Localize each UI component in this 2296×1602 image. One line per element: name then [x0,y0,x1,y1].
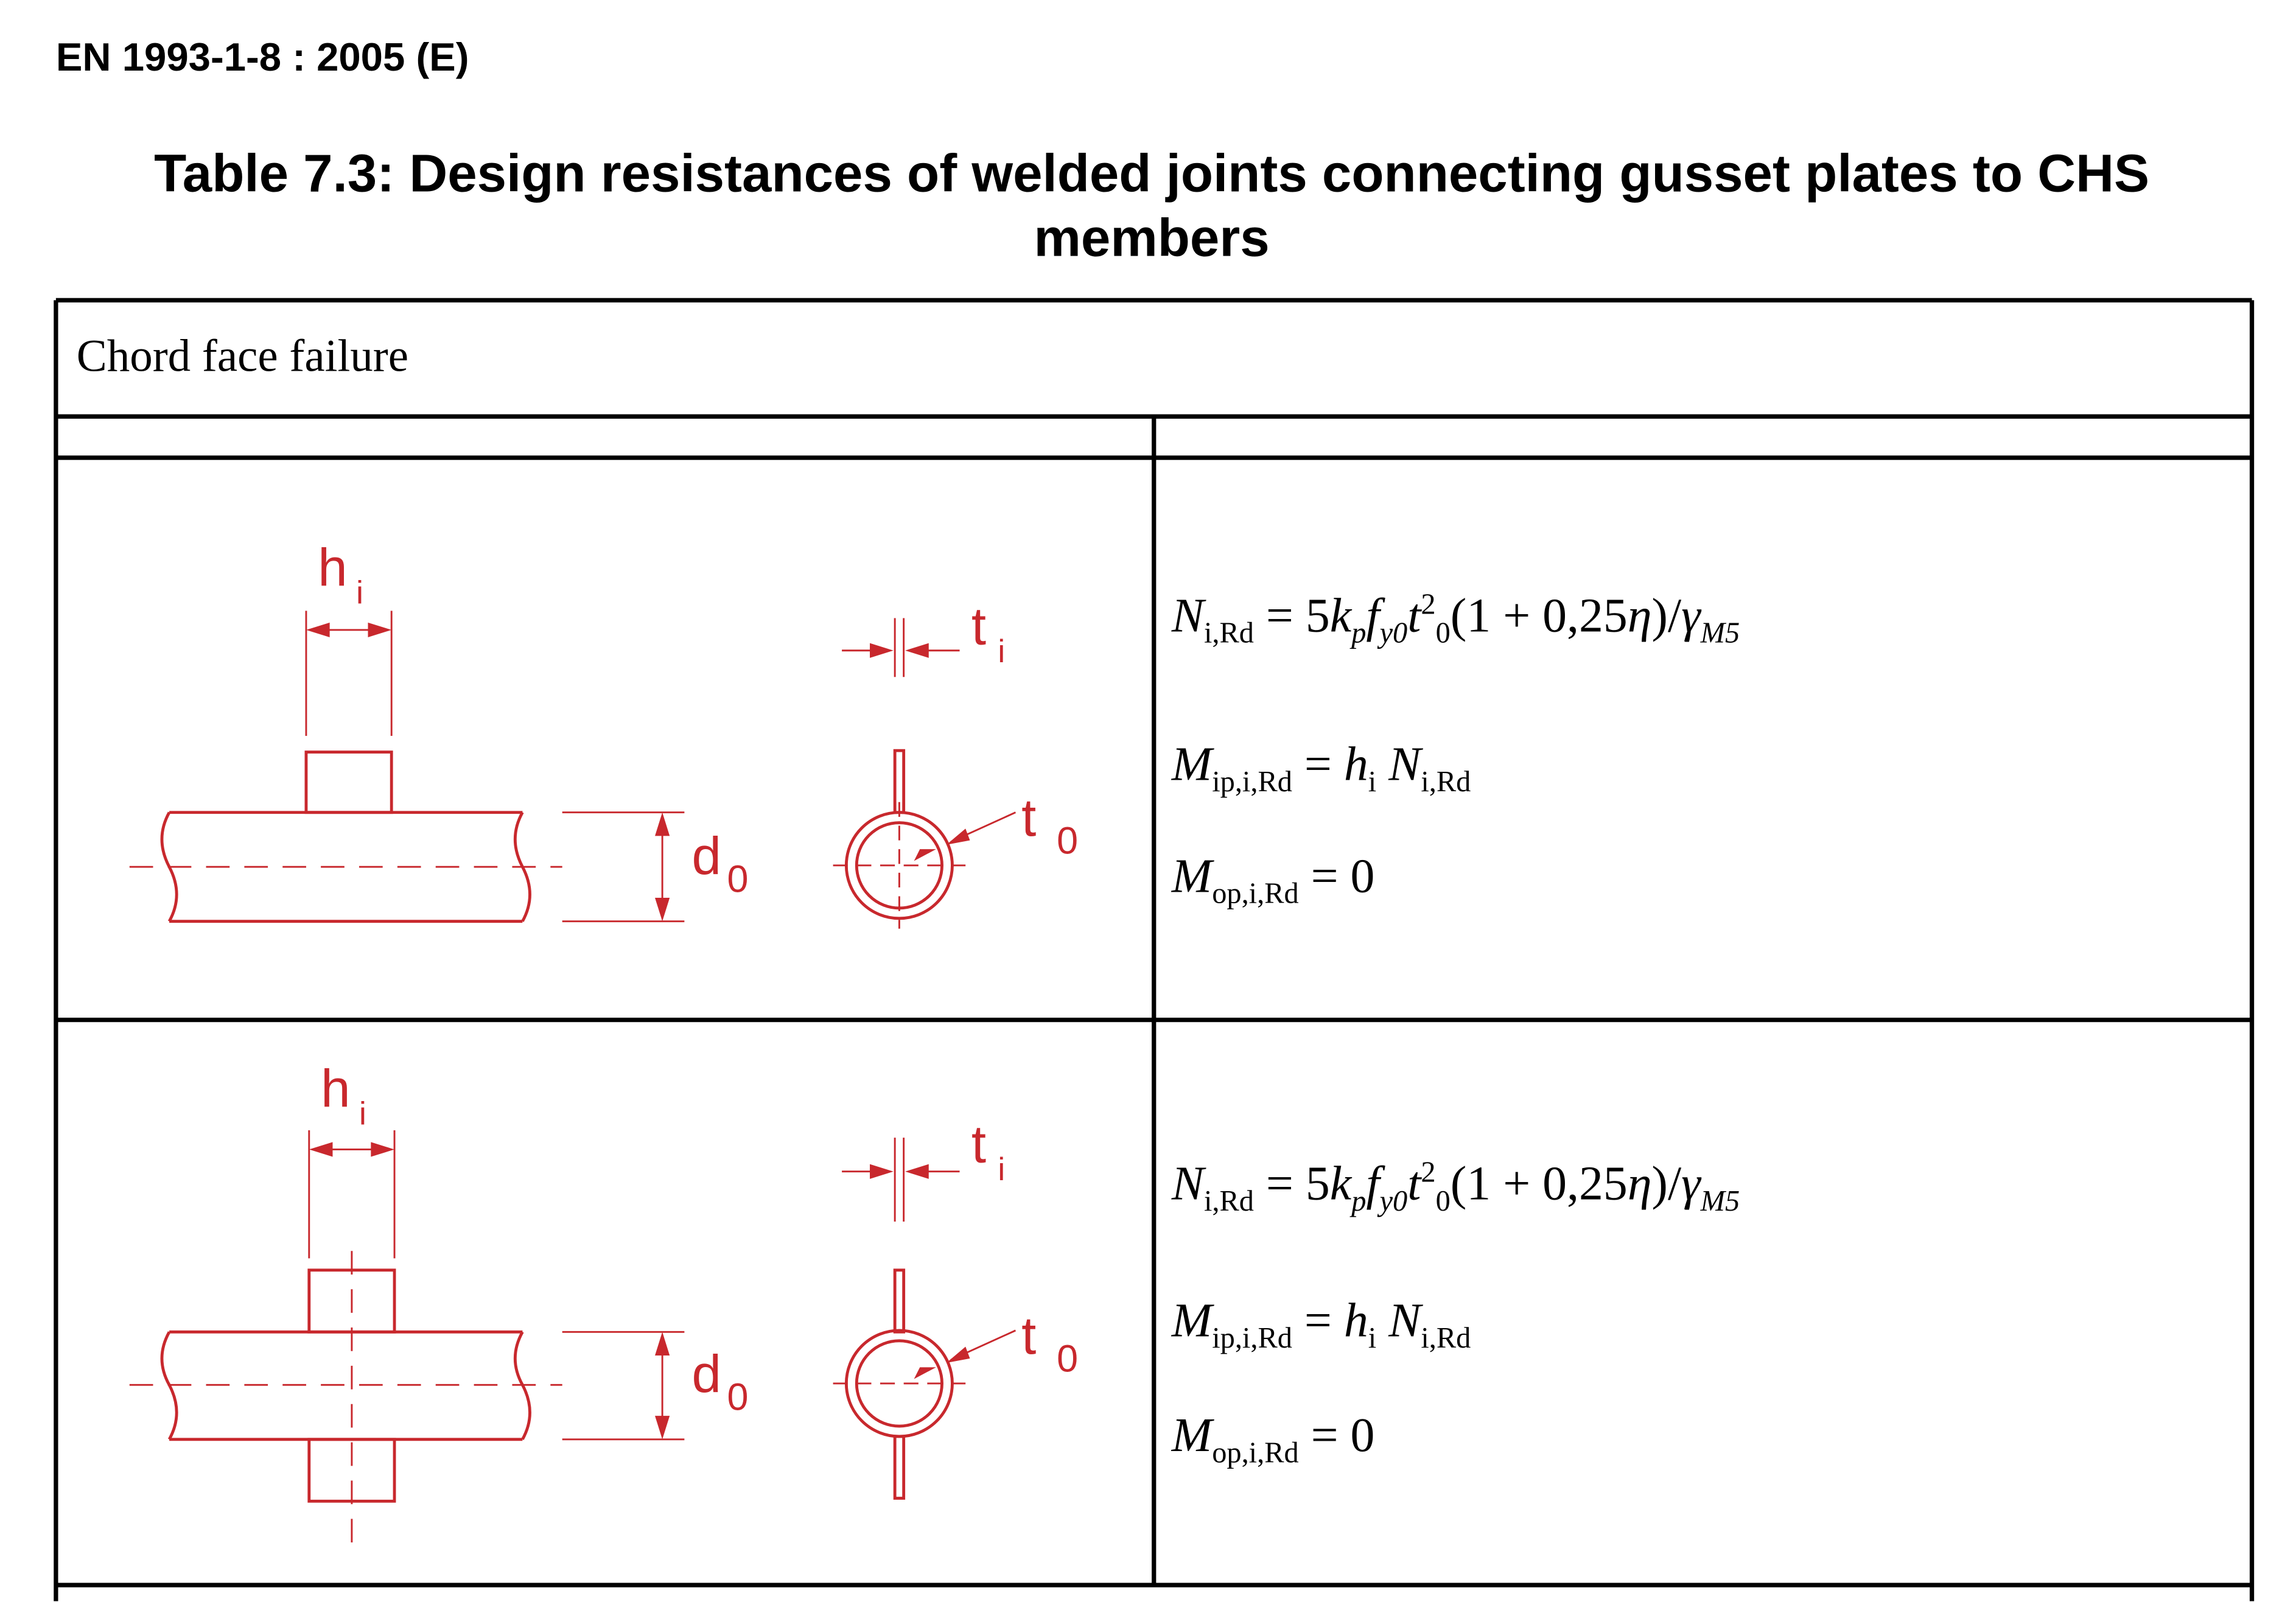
label-chord-thickness: t [1021,788,1036,847]
svg-text:i: i [998,1152,1005,1188]
row1-drawing: h i t i d 0 t 0 [129,538,1078,929]
row2-drawing: h i t i d 0 t 0 [129,1059,1078,1543]
label-chord-thickness: t [1021,1307,1036,1366]
formula-in-plane-moment: Mip,i,Rd = hi Ni,Rd [1171,738,1471,799]
svg-text:i: i [998,634,1005,670]
formula-axial-resistance: Ni,Rd = 5kpfy0t20(1 + 0,25η)/γM5 [1171,1156,1740,1219]
label-plate-thickness: t [971,1115,986,1174]
table-title: Table 7.3: Design resistances of welded … [154,142,2150,268]
formula-out-of-plane-moment: Mop,i,Rd = 0 [1171,850,1375,911]
section-heading: Chord face failure [76,329,408,382]
label-chord-diameter: d [691,827,721,886]
formula-in-plane-moment: Mip,i,Rd = hi Ni,Rd [1171,1295,1471,1355]
svg-text:0: 0 [727,1376,748,1418]
label-plate-height: h [321,1059,350,1118]
label-chord-diameter: d [691,1345,721,1404]
svg-text:0: 0 [1057,1338,1078,1380]
document-reference: EN 1993-1-8 : 2005 (E) [55,35,469,80]
svg-text:0: 0 [1057,819,1078,862]
svg-text:0: 0 [727,858,748,900]
label-plate-height: h [318,538,347,597]
svg-text:i: i [356,575,363,610]
svg-text:i: i [359,1096,366,1132]
label-plate-thickness: t [971,597,986,656]
formula-out-of-plane-moment: Mop,i,Rd = 0 [1171,1410,1375,1470]
formula-axial-resistance: Ni,Rd = 5kpfy0t20(1 + 0,25η)/γM5 [1171,589,1740,650]
